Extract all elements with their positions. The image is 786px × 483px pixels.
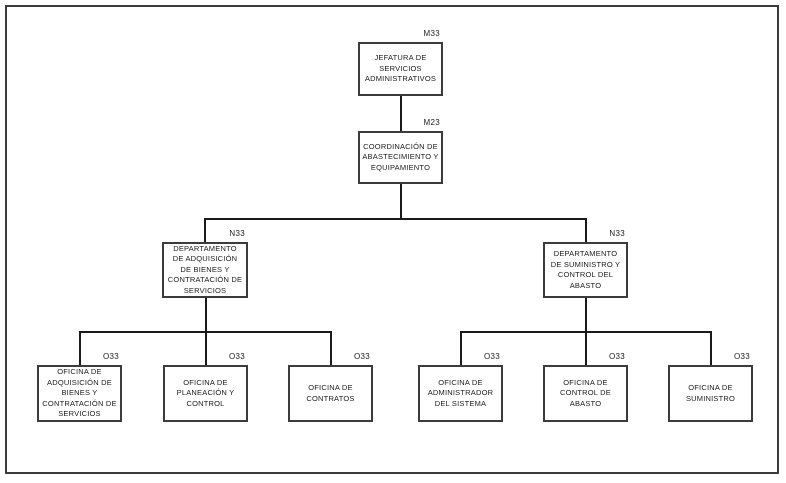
connector-drop-office-5 [585, 331, 587, 365]
node-code-label: O33 [483, 352, 500, 361]
node-title: JEFATURA DE SERVICIOS ADMINISTRATIVOS [364, 53, 437, 84]
org-node-departamento-adquisicion: N33 DEPARTAMENTO DE ADQUISICIÓN DE BIENE… [162, 229, 248, 298]
org-node-oficina-control-abasto: O33 OFICINA DE CONTROL DE ABASTO [543, 352, 628, 422]
org-node-departamento-suministro: N33 DEPARTAMENTO DE SUMINISTRO Y CONTROL… [543, 229, 628, 298]
org-node-oficina-administrador-sistema: O33 OFICINA DE ADMINISTRADOR DEL SISTEMA [418, 352, 503, 422]
connector-department-right-stem [585, 298, 587, 332]
node-box: OFICINA DE CONTROL DE ABASTO [543, 365, 628, 422]
connector-drop-department-left [204, 218, 206, 242]
node-title: OFICINA DE SUMINISTRO [685, 383, 736, 403]
node-title: OFICINA DE CONTRATOS [306, 383, 355, 403]
node-box: OFICINA DE PLANEACIÓN Y CONTROL [163, 365, 248, 422]
node-title: OFICINA DE ADMINISTRADOR DEL SISTEMA [427, 377, 494, 408]
connector-drop-office-1 [79, 331, 81, 365]
node-title: OFICINA DE ADQUISICIÓN DE BIENES Y CONTR… [42, 367, 117, 419]
node-title: DEPARTAMENTO DE ADQUISICIÓN DE BIENES Y … [167, 243, 243, 295]
node-box: OFICINA DE SUMINISTRO [668, 365, 753, 422]
node-box: OFICINA DE ADQUISICIÓN DE BIENES Y CONTR… [37, 365, 122, 422]
node-code-label: O33 [102, 352, 119, 361]
node-box: JEFATURA DE SERVICIOS ADMINISTRATIVOS [358, 42, 443, 96]
connector-departments-rail [204, 218, 587, 220]
node-title: OFICINA DE PLANEACIÓN Y CONTROL [176, 377, 235, 408]
node-box: COORDINACIÓN DE ABASTECIMIENTO Y EQUIPAM… [358, 131, 443, 184]
connector-department-left-stem [205, 298, 207, 332]
node-code-label: M33 [423, 29, 440, 38]
node-title: DEPARTAMENTO DE SUMINISTRO Y CONTROL DEL… [550, 249, 621, 290]
node-code-label: N33 [609, 229, 625, 238]
org-node-oficina-suministro: O33 OFICINA DE SUMINISTRO [668, 352, 753, 422]
node-code-label: O33 [228, 352, 245, 361]
node-box: DEPARTAMENTO DE SUMINISTRO Y CONTROL DEL… [543, 242, 628, 298]
connector-drop-office-3 [330, 331, 332, 365]
connector-drop-office-6 [710, 331, 712, 365]
connector-drop-department-right [585, 218, 587, 242]
node-box: OFICINA DE CONTRATOS [288, 365, 373, 422]
org-node-oficina-planeacion: O33 OFICINA DE PLANEACIÓN Y CONTROL [163, 352, 248, 422]
node-code-label: O33 [733, 352, 750, 361]
org-node-oficina-contratos: O33 OFICINA DE CONTRATOS [288, 352, 373, 422]
node-code-label: N33 [229, 229, 245, 238]
org-node-oficina-adquisicion: O33 OFICINA DE ADQUISICIÓN DE BIENES Y C… [37, 352, 122, 422]
connector-drop-office-4 [460, 331, 462, 365]
node-code-label: O33 [353, 352, 370, 361]
node-title: COORDINACIÓN DE ABASTECIMIENTO Y EQUIPAM… [362, 141, 439, 172]
org-node-jefatura: M33 JEFATURA DE SERVICIOS ADMINISTRATIVO… [358, 29, 443, 96]
node-box: OFICINA DE ADMINISTRADOR DEL SISTEMA [418, 365, 503, 422]
node-code-label: M23 [423, 118, 440, 127]
connector-coordination-stem [400, 184, 402, 219]
connector-drop-office-2 [205, 331, 207, 365]
node-code-label: O33 [608, 352, 625, 361]
node-box: DEPARTAMENTO DE ADQUISICIÓN DE BIENES Y … [162, 242, 248, 298]
node-title: OFICINA DE CONTROL DE ABASTO [560, 377, 611, 408]
connector-root-to-coordination [400, 96, 402, 131]
org-node-coordinacion: M23 COORDINACIÓN DE ABASTECIMIENTO Y EQU… [358, 118, 443, 184]
